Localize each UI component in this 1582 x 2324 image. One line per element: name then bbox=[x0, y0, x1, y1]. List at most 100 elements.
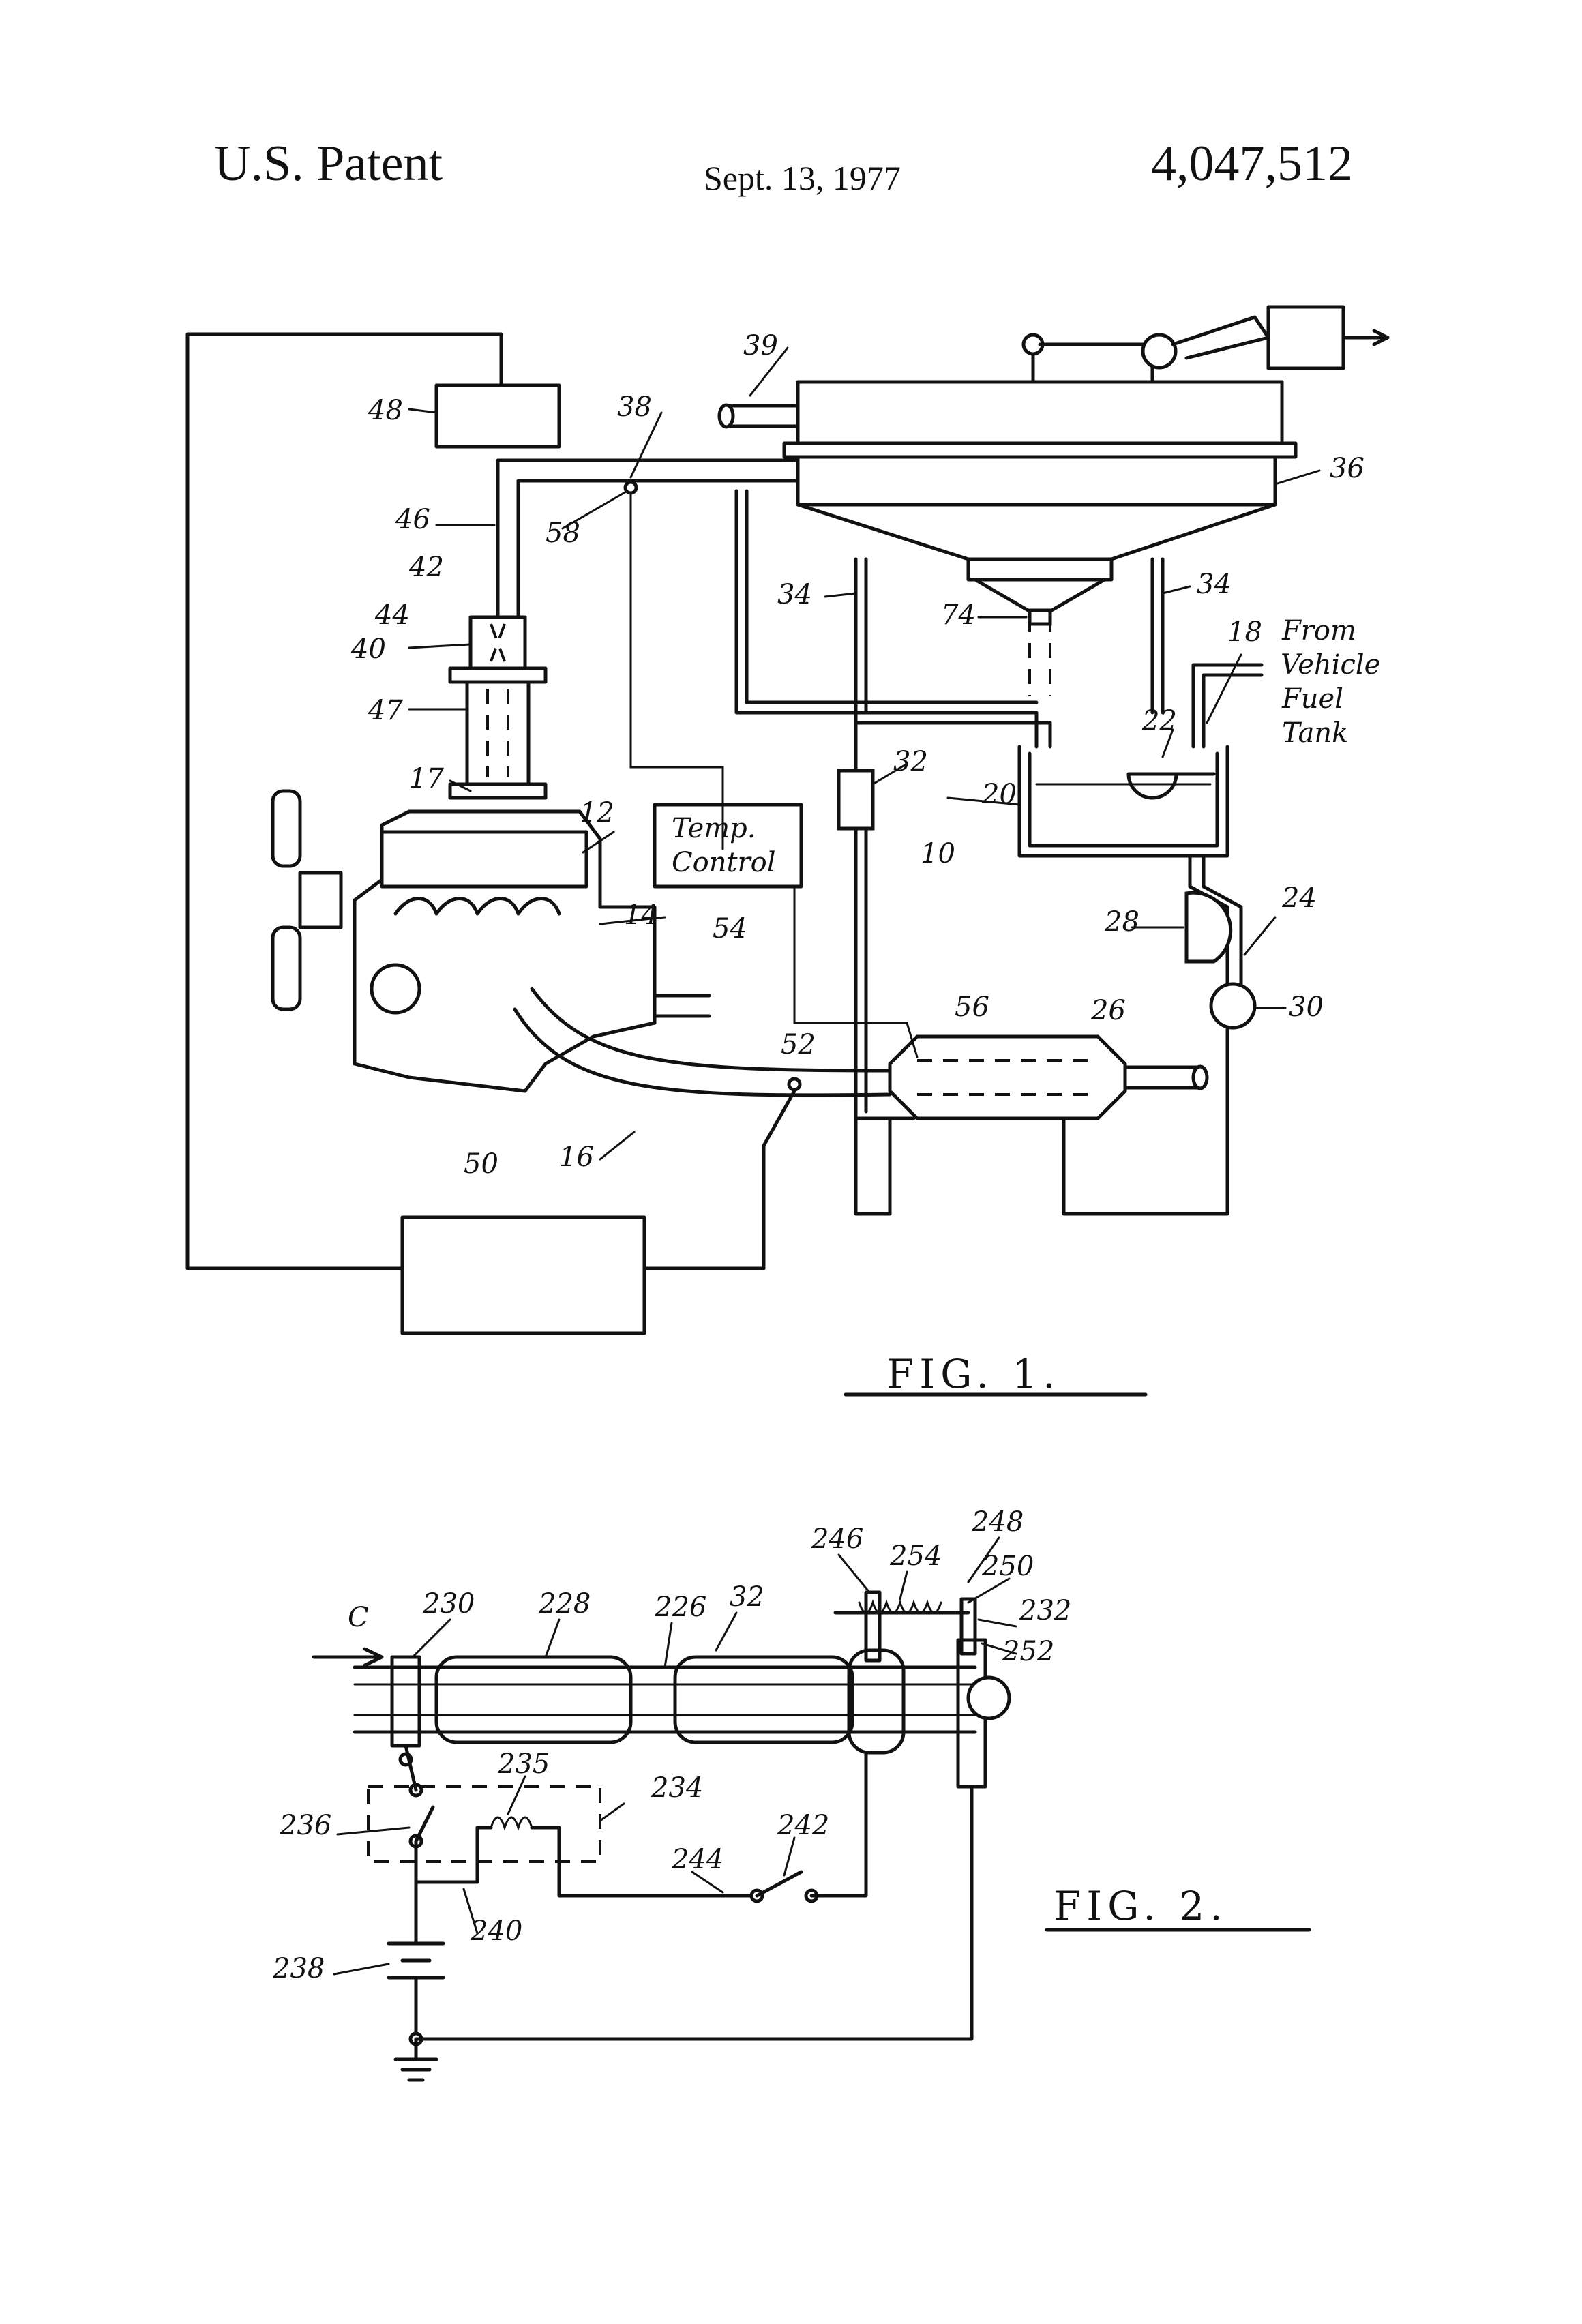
drain-line-34 bbox=[856, 713, 1050, 747]
ref-48: 48 bbox=[368, 395, 403, 426]
fig1-caption-group: FIG. 1. bbox=[846, 1351, 1146, 1397]
ref-235: 235 bbox=[497, 1748, 550, 1780]
converter-26-element bbox=[917, 1060, 1098, 1094]
temp-control-label-2: Control bbox=[672, 847, 776, 878]
control-block-48 bbox=[436, 385, 559, 447]
ref-226: 226 bbox=[654, 1592, 706, 1623]
ref-230: 230 bbox=[422, 1588, 475, 1620]
sleeve-228 bbox=[436, 1657, 631, 1742]
carburetor-47 bbox=[467, 682, 528, 784]
temp-control-label-1: Temp. bbox=[672, 813, 756, 844]
ref-20: 20 bbox=[981, 779, 1017, 810]
valve-actuator-box bbox=[1268, 307, 1343, 368]
tail-pipe bbox=[1125, 1067, 1200, 1088]
exhaust-manifold-14 bbox=[395, 899, 559, 914]
linkage-wheel bbox=[1143, 335, 1176, 368]
valve-cover-12 bbox=[382, 832, 586, 887]
relay-wire bbox=[416, 1828, 477, 1882]
ref-246: 246 bbox=[811, 1523, 863, 1555]
sensor-52 bbox=[789, 1079, 800, 1090]
ref-14: 14 bbox=[624, 899, 659, 931]
ref-244: 244 bbox=[671, 1844, 723, 1875]
relay-234-housing bbox=[368, 1787, 600, 1862]
fan-blade-bottom bbox=[273, 927, 300, 1009]
linkage-arm bbox=[1040, 344, 1152, 382]
base-17 bbox=[450, 784, 546, 798]
fuel-line-18 bbox=[1193, 665, 1262, 747]
condenser-36-flange bbox=[784, 443, 1296, 457]
ground-symbol bbox=[395, 2039, 436, 2080]
fan-hub bbox=[300, 873, 341, 927]
control-wire-48-50 bbox=[188, 334, 501, 1268]
switch-242-blade bbox=[757, 1872, 801, 1896]
ref-44: 44 bbox=[374, 599, 410, 631]
ref-36: 36 bbox=[1330, 453, 1364, 484]
fuel-tank-label-1: From bbox=[1281, 615, 1356, 646]
inlet-pipe-39-end bbox=[719, 405, 733, 427]
control-block-50 bbox=[402, 1217, 644, 1333]
figure-2: C bbox=[272, 1506, 1309, 2080]
pump-28 bbox=[1186, 893, 1231, 962]
inlet-pipe-39 bbox=[726, 406, 798, 426]
ref-10: 10 bbox=[921, 838, 955, 869]
return-line-34-left bbox=[856, 559, 866, 713]
ref-250: 250 bbox=[981, 1551, 1034, 1582]
flange-47-top bbox=[450, 668, 546, 682]
bundle-end bbox=[968, 1678, 1009, 1718]
condenser-36-body bbox=[798, 457, 1275, 505]
fuel-tank-label-2: Vehicle bbox=[1281, 649, 1380, 681]
condenser-36-funnel bbox=[798, 505, 1275, 559]
bracket-252 bbox=[961, 1599, 975, 1654]
drain-line-left bbox=[736, 491, 1036, 747]
ref-32-fig2: 32 bbox=[730, 1581, 764, 1613]
fig2-caption-group: FIG. 2. bbox=[1047, 1883, 1309, 1930]
valve-actuator-arrow bbox=[1343, 331, 1388, 344]
fan-blade-top bbox=[273, 791, 300, 866]
ref-17: 17 bbox=[409, 763, 444, 794]
condenser-36-neck bbox=[968, 559, 1111, 580]
ref-32: 32 bbox=[893, 746, 928, 777]
ground-return-wire bbox=[416, 1787, 972, 2039]
element-44 bbox=[491, 624, 505, 661]
valve-32 bbox=[839, 771, 873, 829]
coil-235 bbox=[491, 1817, 532, 1828]
ref-254: 254 bbox=[889, 1540, 942, 1572]
ref-50: 50 bbox=[464, 1148, 498, 1180]
fig2-caption: FIG. 2. bbox=[1054, 1883, 1228, 1929]
ref-40: 40 bbox=[350, 634, 386, 665]
spray-74 bbox=[1030, 617, 1050, 696]
return-line-34-right bbox=[1152, 559, 1163, 713]
figure-1: Temp. Control From Vehicle Fuel Tank 10 … bbox=[188, 307, 1388, 1397]
nozzle-74 bbox=[1030, 610, 1050, 624]
sensor-lead-58 bbox=[631, 488, 723, 849]
ref-34-left: 34 bbox=[777, 579, 812, 610]
arrow-label-c: C bbox=[348, 1602, 369, 1633]
conduit-bundle bbox=[355, 1667, 975, 1732]
converter-return bbox=[856, 1118, 890, 1214]
vapor-line-38-top bbox=[498, 460, 798, 617]
ref-24: 24 bbox=[1281, 882, 1317, 914]
conduit-bundle-inner bbox=[355, 1684, 975, 1715]
ref-234: 234 bbox=[651, 1772, 703, 1804]
ref-47: 47 bbox=[368, 695, 403, 726]
sensor-wire-52 bbox=[644, 1091, 794, 1268]
ref-28: 28 bbox=[1104, 906, 1139, 938]
vapor-line-38-bottom bbox=[518, 481, 798, 617]
carburetor-bore bbox=[488, 689, 508, 777]
battery-238 bbox=[389, 1882, 443, 2039]
ref-26: 26 bbox=[1090, 995, 1126, 1026]
fuel-tank-label-3: Fuel bbox=[1281, 683, 1343, 715]
converter-26 bbox=[890, 1037, 1125, 1118]
ref-39: 39 bbox=[743, 330, 778, 361]
exhaust-pipe-16-top bbox=[532, 989, 890, 1071]
reservoir-20-inner bbox=[1030, 754, 1217, 846]
air-cleaner-40 bbox=[471, 617, 525, 668]
ref-228: 228 bbox=[538, 1588, 591, 1620]
fuel-tank-label-4: Tank bbox=[1282, 717, 1348, 749]
ref-42: 42 bbox=[408, 552, 444, 583]
tail-pipe-end bbox=[1193, 1067, 1207, 1088]
ref-236: 236 bbox=[279, 1810, 331, 1841]
sleeve-226 bbox=[675, 1657, 852, 1742]
ref-46: 46 bbox=[395, 504, 430, 535]
